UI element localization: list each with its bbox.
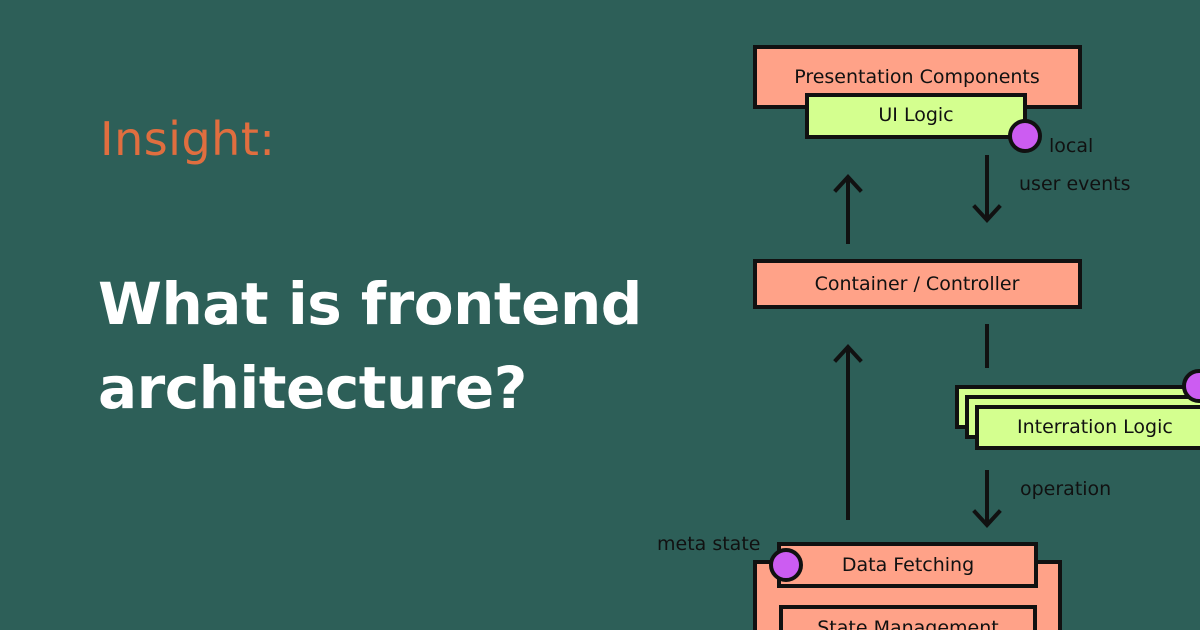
container-controller-label: Container / Controller: [815, 273, 1020, 295]
arrow-up-bottom: [833, 344, 863, 520]
data-fetching-node: Data Fetching: [777, 542, 1038, 588]
meta-state-label: meta state: [657, 533, 760, 555]
user-events-label: user events: [1019, 173, 1131, 195]
title-line-2: architecture?: [98, 354, 527, 422]
insight-eyebrow: Insight:: [100, 112, 276, 166]
local-label: local: [1049, 135, 1093, 157]
arrow-up-top: [833, 174, 863, 244]
page-title: What is frontend architecture?: [98, 262, 698, 430]
meta-state-dot: [769, 548, 803, 582]
interaction-state-dot: [1182, 369, 1200, 403]
arrow-down-operation: [972, 470, 1002, 528]
ui-logic-label: UI Logic: [878, 104, 953, 126]
operation-label: operation: [1020, 478, 1111, 500]
presentation-components-label: Presentation Components: [794, 66, 1040, 88]
ui-logic-node: UI Logic: [805, 93, 1027, 139]
state-management-label: State Management: [817, 617, 999, 630]
interaction-logic-node: Interration Logic: [955, 385, 1200, 450]
interaction-logic-label: Interration Logic: [1017, 416, 1173, 438]
local-state-dot: [1008, 119, 1042, 153]
arrow-down-user-events: [972, 155, 1002, 223]
title-line-1: What is frontend: [98, 270, 642, 338]
container-controller-node: Container / Controller: [753, 259, 1082, 309]
data-fetching-label: Data Fetching: [842, 554, 974, 576]
